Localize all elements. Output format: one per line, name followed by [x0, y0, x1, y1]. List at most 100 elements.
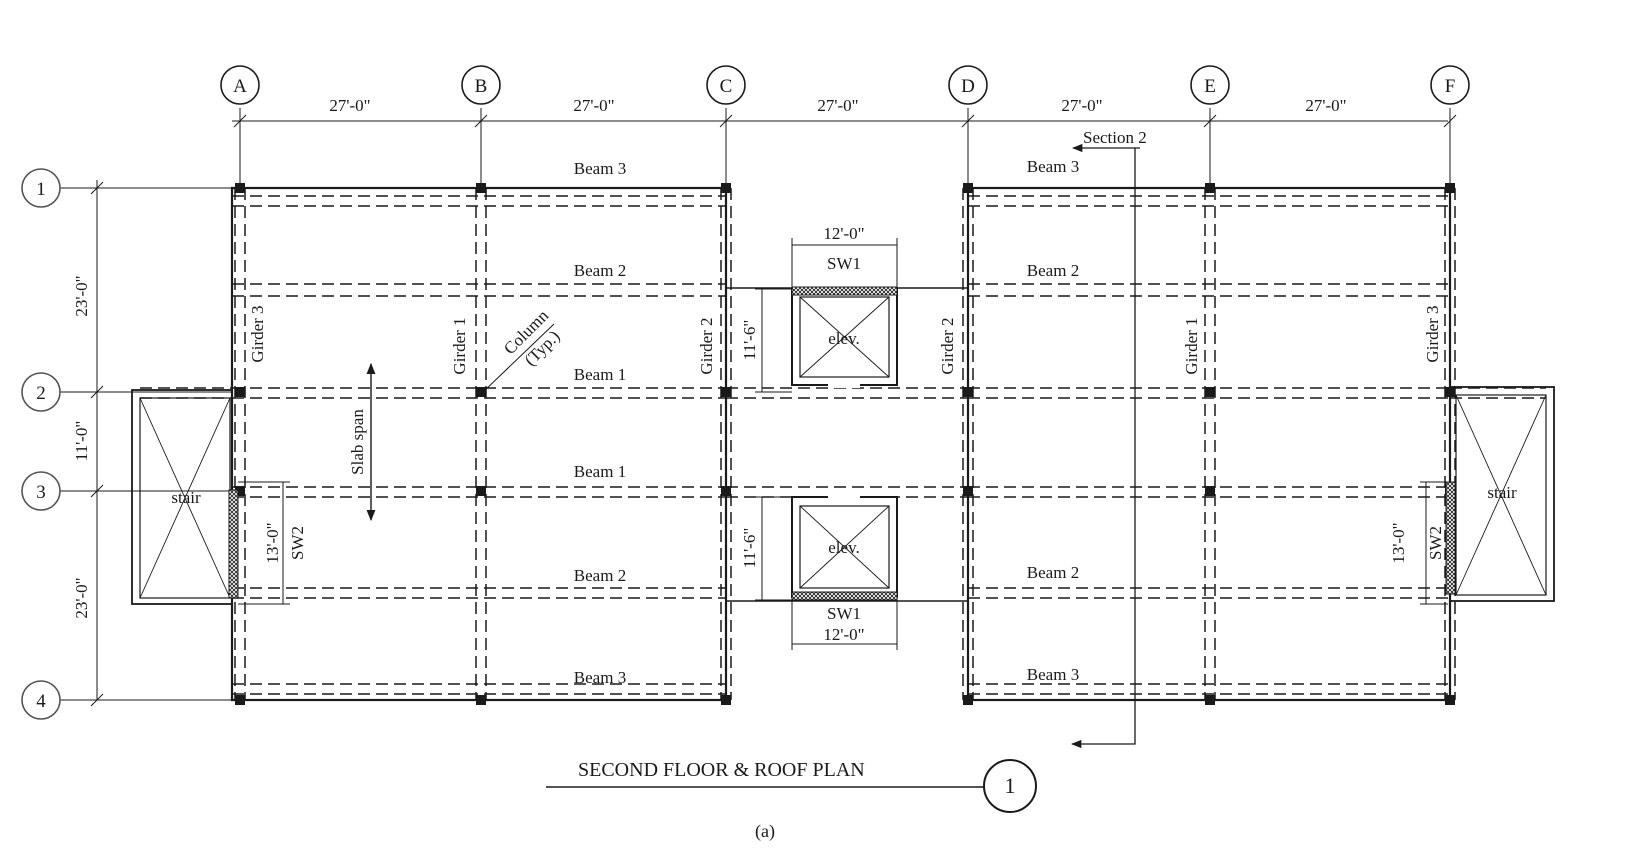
row-bubble-label: 4 — [36, 691, 46, 712]
stair-east-label: stair — [1487, 483, 1517, 502]
dim-b-c: 27'-0" — [573, 96, 614, 115]
row-bubble-1: 1 — [21, 168, 61, 208]
row-grid-bubbles: 1 2 3 4 — [21, 168, 61, 720]
row-bubble-2: 2 — [21, 372, 61, 412]
sw2-east-label: SW2 — [1426, 526, 1445, 560]
beam-1-label-south: Beam 1 — [574, 462, 626, 481]
beam-1-label-north: Beam 1 — [574, 365, 626, 384]
column-bubble-c: C — [706, 65, 746, 105]
beam-lines — [140, 195, 1546, 695]
beam-3-label-east-north: Beam 3 — [1027, 157, 1079, 176]
dim-a-b: 27'-0" — [329, 96, 370, 115]
shear-wall-sw2-east — [1445, 481, 1456, 595]
column-marker — [476, 695, 486, 705]
sw1-north-label: SW1 — [827, 254, 861, 273]
view-number: 1 — [1005, 773, 1016, 798]
slab-span-label: Slab span — [348, 409, 367, 475]
column-marker — [721, 387, 731, 397]
dim-1-2: 23'-0" — [72, 275, 91, 316]
column-marker — [1205, 183, 1215, 193]
core-dimensions — [238, 238, 1448, 650]
dimension-tick — [1443, 114, 1457, 128]
column-bubble-a: A — [220, 65, 260, 105]
column-marker — [235, 695, 245, 705]
dim-2-3: 11'-0" — [72, 421, 91, 462]
stair-west-label: stair — [171, 488, 201, 507]
column-marker — [476, 183, 486, 193]
west-wing-outline — [230, 186, 728, 702]
elevator-south — [791, 494, 898, 601]
sw1-south-length: 12'-0" — [823, 625, 864, 644]
column-marker — [1205, 387, 1215, 397]
column-note-leader — [481, 323, 555, 394]
column-marker — [235, 387, 245, 397]
girder-lines — [234, 188, 1456, 700]
view-number-bubble — [983, 759, 1037, 813]
beam-2-label-east-south: Beam 2 — [1027, 563, 1079, 582]
shear-wall-sw1-south — [791, 591, 898, 601]
column-marker — [963, 695, 973, 705]
column-marker — [963, 387, 973, 397]
elevator-north-label: elev. — [828, 329, 859, 348]
column-marker — [1445, 183, 1455, 193]
column-bubble-label: E — [1204, 76, 1216, 97]
column-marker — [1205, 695, 1215, 705]
column-marker — [235, 183, 245, 193]
figure-caption: (a) — [755, 821, 775, 842]
sw1-north-length: 12'-0" — [823, 224, 864, 243]
column-bubble-f: F — [1430, 65, 1470, 105]
column-marker — [721, 486, 731, 496]
shear-wall-sw2-west — [228, 489, 239, 599]
sw2-west-label: SW2 — [288, 526, 307, 560]
girder-1-label-west: Girder 1 — [450, 317, 469, 374]
stair-east — [1445, 386, 1555, 602]
column-marker — [721, 695, 731, 705]
beam-2-label-west-south: Beam 2 — [574, 566, 626, 585]
beam-2-label-east-north: Beam 2 — [1027, 261, 1079, 280]
dim-d-e: 27'-0" — [1061, 96, 1102, 115]
elevator-south-depth: 11'-6" — [740, 528, 759, 569]
column-marker — [1205, 486, 1215, 496]
column-marker — [963, 183, 973, 193]
column-grid-bubbles: A B C D E F — [220, 65, 1470, 105]
column-marker — [1445, 695, 1455, 705]
beam-3-label-west-south: Beam 3 — [574, 668, 626, 687]
column-bubble-label: B — [475, 76, 488, 97]
dim-c-d: 27'-0" — [817, 96, 858, 115]
elevator-north-depth: 11'-6" — [740, 320, 759, 361]
girder-2-label-east: Girder 2 — [938, 317, 957, 374]
column-bubble-label: A — [233, 76, 247, 97]
beam-3-label-west-north: Beam 3 — [574, 159, 626, 178]
row-bubble-3: 3 — [21, 471, 61, 511]
girder-1-label-east: Girder 1 — [1182, 317, 1201, 374]
column-bubble-b: B — [461, 65, 501, 105]
column-bubble-e: E — [1190, 65, 1230, 105]
column-marker — [963, 486, 973, 496]
column-bubble-label: C — [720, 76, 733, 97]
sw2-west-length: 13'-0" — [263, 522, 282, 563]
dim-3-4: 23'-0" — [72, 577, 91, 618]
plan-title: SECOND FLOOR & ROOF PLAN — [578, 759, 865, 781]
column-bubble-label: D — [961, 76, 975, 97]
column-bubble-label: F — [1445, 76, 1456, 97]
column-bubble-d: D — [948, 65, 988, 105]
elevator-north — [791, 286, 898, 388]
row-bubble-4: 4 — [21, 680, 61, 720]
column-marker — [476, 486, 486, 496]
column-marker — [721, 183, 731, 193]
elevator-south-label: elev. — [828, 538, 859, 557]
sw2-east-length: 13'-0" — [1389, 522, 1408, 563]
dim-e-f: 27'-0" — [1305, 96, 1346, 115]
section-2-cut — [1070, 143, 1140, 749]
row-bubble-label: 1 — [36, 179, 46, 200]
sw1-south-label: SW1 — [827, 604, 861, 623]
row-bubble-label: 3 — [36, 482, 46, 503]
beam-3-label-east-south: Beam 3 — [1027, 665, 1079, 684]
girder-2-label-west: Girder 2 — [697, 317, 716, 374]
column-marker — [235, 486, 245, 496]
row-bubble-label: 2 — [36, 383, 46, 404]
stair-west — [131, 389, 239, 605]
girder-3-label-east: Girder 3 — [1423, 305, 1442, 362]
beam-2-label-west-north: Beam 2 — [574, 261, 626, 280]
